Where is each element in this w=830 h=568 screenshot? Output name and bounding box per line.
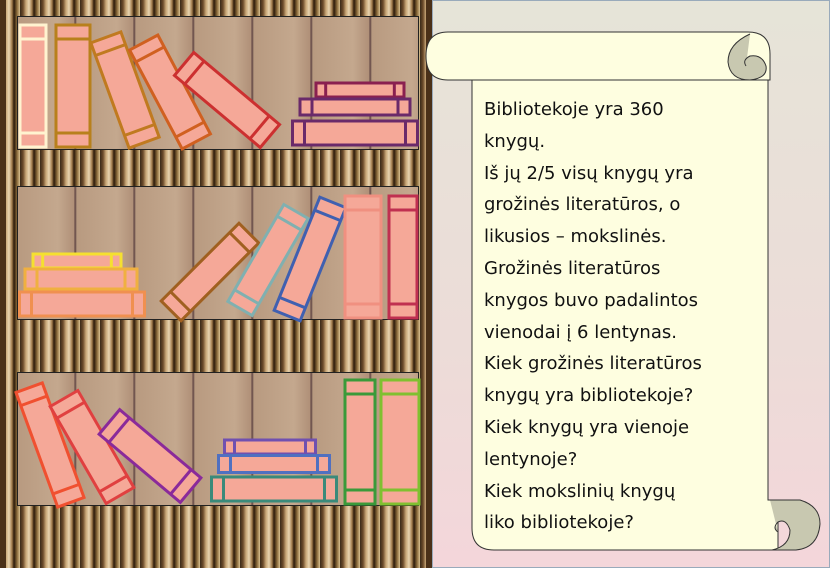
book xyxy=(23,267,139,291)
problem-line: Kiek knygų yra vienoje xyxy=(484,416,690,438)
problem-text: Bibliotekoje yra 360 knygų. Iš jų 2/5 visų… xyxy=(484,94,774,539)
problem-line: Iš jų 2/5 visų knygų yra xyxy=(484,162,694,184)
book xyxy=(127,33,213,151)
book xyxy=(272,195,348,323)
books xyxy=(14,23,421,510)
book xyxy=(298,97,412,117)
book xyxy=(18,23,48,149)
problem-line: likusios – mokslinės. xyxy=(484,226,667,248)
problem-line: knygų yra bibliotekoje? xyxy=(484,385,694,407)
problem-line: vienodai į 6 lentynas. xyxy=(484,321,677,343)
book xyxy=(88,29,162,151)
book xyxy=(291,119,419,147)
problem-line: Bibliotekoje yra 360 xyxy=(484,99,664,120)
problem-line: knygų. xyxy=(484,130,546,152)
book xyxy=(97,407,203,505)
problem-line: Kiek grožinės literatūros xyxy=(484,353,702,375)
scroll-bottom-curl-icon xyxy=(770,499,821,551)
problem-line: Grožinės literatūros xyxy=(484,257,661,279)
scroll-top-curl-icon xyxy=(727,33,767,81)
book xyxy=(159,221,261,323)
book xyxy=(18,290,146,318)
book xyxy=(54,23,92,149)
problem-line: knygos buvo padalintos xyxy=(484,289,699,311)
problem-line: liko bibliotekoje? xyxy=(484,512,634,534)
book xyxy=(210,475,338,503)
problem-line: lentynoje? xyxy=(484,448,578,470)
problem-line: Kiek mokslinių knygų xyxy=(484,480,676,502)
book xyxy=(343,378,377,506)
book xyxy=(14,380,86,510)
book xyxy=(225,202,311,318)
book xyxy=(31,252,123,270)
book xyxy=(387,194,419,320)
shelf-edge-right xyxy=(426,0,432,568)
shelf-edge-left xyxy=(0,0,6,568)
book xyxy=(343,194,383,320)
book xyxy=(172,50,282,150)
book xyxy=(314,81,406,99)
book xyxy=(379,378,421,506)
bookshelf xyxy=(0,0,432,568)
scroll-top-roll xyxy=(425,31,771,81)
book xyxy=(223,438,317,456)
problem-line: grožinės literatūros, o xyxy=(484,194,681,216)
book xyxy=(217,454,331,474)
